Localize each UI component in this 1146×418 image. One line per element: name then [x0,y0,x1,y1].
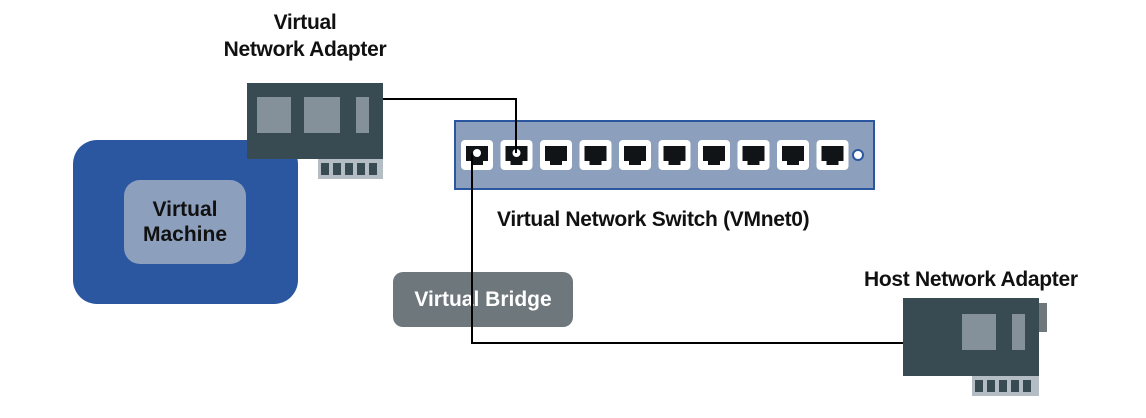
host-adapter-chip [962,314,996,350]
switch-port [658,140,691,170]
switch-port [579,140,612,170]
virtual-adapter-to-switch-cable [383,98,517,153]
virtual-network-switch [454,120,875,190]
host-adapter-pin [999,380,1007,392]
switch-port [777,140,809,170]
switch-port-connected-dot [473,149,481,157]
virtual-adapter-pin [369,163,377,175]
switch-port-socket [821,146,844,165]
virtual-network-adapter-label: Virtual Network Adapter [222,9,388,63]
virtual-bridge-label: Virtual Bridge [414,287,552,311]
switch-port-socket [782,146,804,165]
switch-port [540,140,572,170]
switch-port-socket [663,146,686,165]
virtual-adapter-chip [304,97,340,133]
host-network-adapter-label: Host Network Adapter [864,268,1078,291]
host-adapter-chip [1012,314,1025,350]
virtual-machine-label-line2: Machine [142,223,228,246]
virtual-adapter-pin [357,163,365,175]
switch-status-led [852,149,864,161]
switch-ports [461,140,849,170]
switch-port-socket [584,146,607,165]
switch-label: Virtual Network Switch (VMnet0) [497,208,810,231]
virtual-adapter-pin [321,163,329,175]
virtual-network-adapter-label-line2: Network Adapter [223,38,387,61]
switch-port [737,140,770,170]
host-adapter-pin [1011,380,1019,392]
host-adapter-pin [1023,380,1031,392]
virtual-adapter-chip [257,97,291,133]
host-adapter-pin [975,380,983,392]
switch-port-socket [703,146,725,165]
virtual-adapter-pin [345,163,353,175]
virtual-bridge: Virtual Bridge [393,272,573,327]
switch-to-host-adapter-cable [471,153,903,344]
switch-port [461,140,493,170]
virtual-network-adapter-label-line1: Virtual [273,11,337,34]
virtual-adapter-chip [356,97,369,133]
virtual-machine-label-line1: Virtual [152,198,218,221]
host-network-adapter-card [903,298,1047,396]
switch-port-socket [624,146,646,165]
virtual-machine-label-box: Virtual Machine [124,180,246,264]
switch-port [816,140,849,170]
host-adapter-pin [987,380,995,392]
virtual-network-adapter-card [247,83,383,179]
host-adapter-bracket [1038,303,1047,332]
switch-port [619,140,651,170]
virtual-adapter-pin [333,163,341,175]
switch-port-socket [545,146,567,165]
switch-port [500,140,533,170]
switch-port-socket [742,146,765,165]
switch-port [698,140,730,170]
